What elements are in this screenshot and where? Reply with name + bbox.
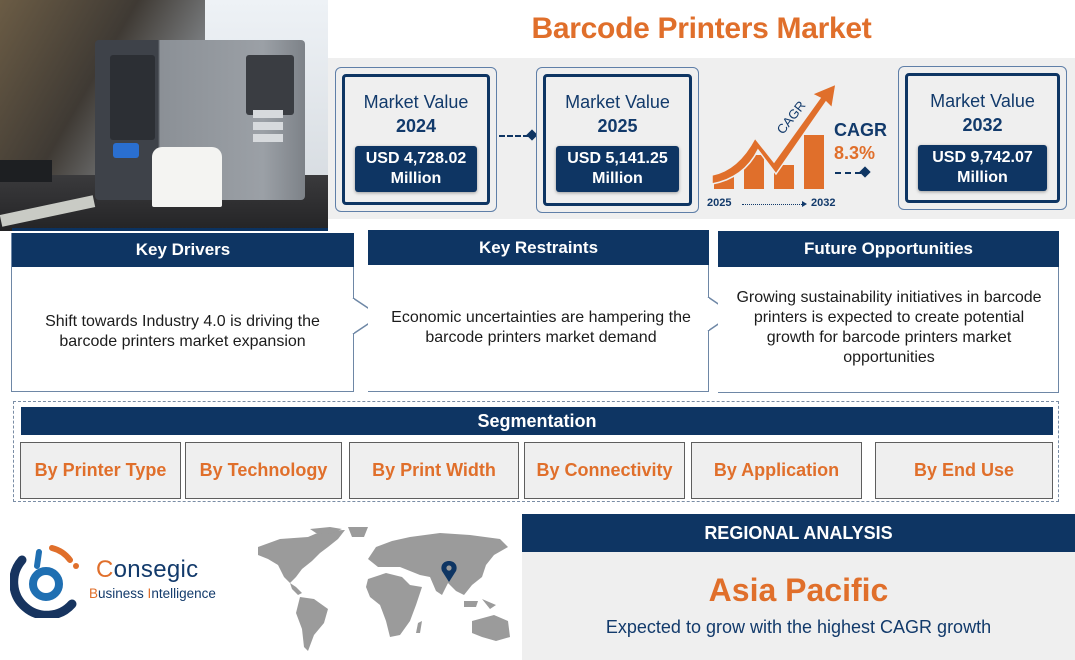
segmentation-heading: Segmentation [21,407,1053,435]
cagr-connector-diamond-icon [859,166,871,178]
consegic-logo-mark-icon [10,545,79,618]
segmentation-panel [13,401,1059,502]
title-band: Barcode Printers Market [328,0,1075,58]
barcode-printer-photo [0,0,328,231]
segment-by-printer-type[interactable]: By Printer Type [20,442,181,499]
market-value-2025-card: Market Value 2025 USD 5,141.25 Million [536,67,699,213]
regional-analysis-panel: Asia Pacific Expected to grow with the h… [522,552,1075,660]
segment-by-print-width[interactable]: By Print Width [349,442,519,499]
future-opportunities-heading: Future Opportunities [718,231,1059,267]
consegic-logo: Consegic Business Intelligence [10,540,230,620]
cagr-value: 8.3% [834,143,876,163]
market-value-amount: USD 4,728.02 Million [354,146,478,192]
key-restraints-heading: Key Restraints [368,230,709,265]
page-title: Barcode Printers Market [531,12,872,45]
location-pin-icon [441,561,457,582]
market-value-year: 2032 [962,115,1003,135]
market-value-year: 2025 [597,116,638,136]
market-stats-panel: Market Value 2024 USD 4,728.02 Million M… [328,58,1075,219]
market-value-2024-card: Market Value 2024 USD 4,728.02 Million [335,67,497,212]
segment-by-end-use[interactable]: By End Use [875,442,1053,499]
cagr-growth-chart-icon: CAGR [711,82,837,189]
timeline-arrow-icon [802,201,807,207]
market-value-label: Market Value [363,92,469,112]
cagr-timeline-line [742,204,804,205]
market-value-amount: USD 9,742.07 Million [918,145,1047,191]
region-description: Expected to grow with the highest CAGR g… [605,617,992,637]
cagr-connector-line [835,172,861,174]
connector-line [499,135,529,137]
region-name: Asia Pacific [708,572,889,608]
market-value-amount: USD 5,141.25 Million [556,146,679,192]
cagr-start-year: 2025 [707,197,732,209]
market-value-year: 2024 [395,116,437,136]
market-value-label: Market Value [930,91,1035,111]
key-drivers-heading: Key Drivers [12,233,354,267]
market-value-2032-card: Market Value 2032 USD 9,742.07 Million [898,66,1067,210]
logo-name: Consegic [96,556,199,583]
segment-by-application[interactable]: By Application [691,442,862,499]
market-value-label: Market Value [565,92,670,112]
logo-tagline: Business Intelligence [89,586,216,601]
cagr-title: CAGR [834,120,887,140]
key-drivers-text: Shift towards Industry 4.0 is driving th… [45,313,320,350]
segment-by-technology[interactable]: By Technology [185,442,342,499]
future-opportunities-text: Growing sustainability initiatives in ba… [736,289,1042,366]
world-map [258,527,510,651]
segment-by-connectivity[interactable]: By Connectivity [524,442,685,499]
cagr-end-year: 2032 [811,197,836,209]
regional-analysis-heading: REGIONAL ANALYSIS [522,514,1075,552]
key-restraints-text: Economic uncertainties are hampering the… [391,309,691,346]
